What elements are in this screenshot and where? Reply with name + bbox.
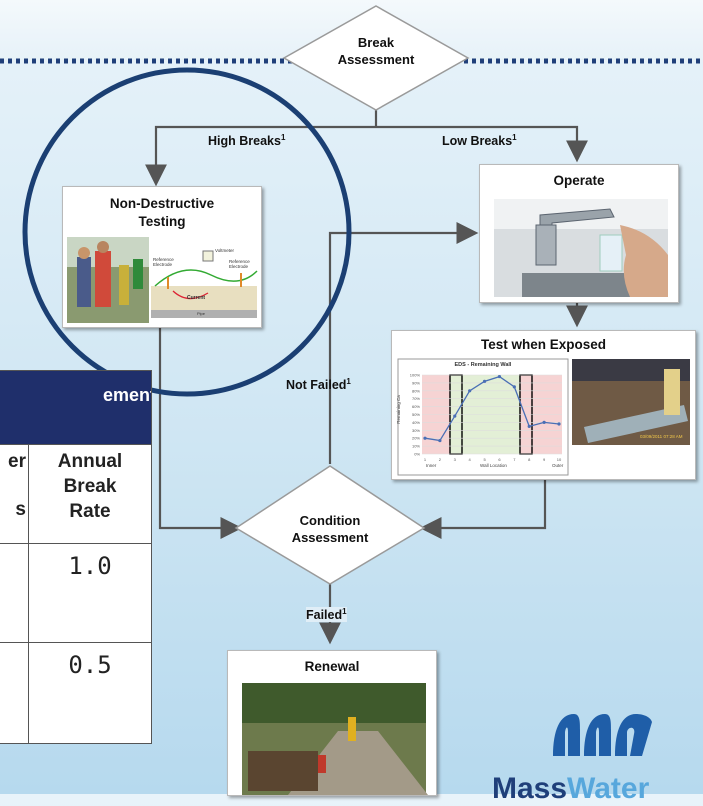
eds-ytick-label: 90% <box>412 380 420 385</box>
eds-ytick-label: 70% <box>412 396 420 401</box>
eds-xtick-label: 4 <box>469 457 472 462</box>
table-col1-header: er s <box>0 444 29 544</box>
table-header: ement <box>0 371 151 445</box>
low-breaks-label: Low Breaks1 <box>442 133 517 149</box>
operate-title: Operate <box>553 173 605 188</box>
eds-data-point <box>453 414 457 418</box>
eds-ytick-label: 100% <box>410 373 421 378</box>
not-failed-label: Not Failed1 <box>286 377 351 393</box>
condition-assessment-label: Condition Assessment <box>291 513 369 545</box>
eds-data-point <box>438 438 442 443</box>
break-rate-table: ement er s Annual Break Rate 1.0 0.5 <box>0 370 152 744</box>
table-row1-rate: 1.0 <box>28 543 151 643</box>
eds-xlabel-mid: Wall Location <box>480 463 507 468</box>
eds-data-point <box>482 379 487 383</box>
masswater-logo-text: MassWater <box>492 772 650 805</box>
ndt-ref-left-label: Reference Electrode <box>153 257 174 267</box>
eds-xtick-label: 1 <box>424 457 427 462</box>
eds-xlabel-outer: Outer <box>552 463 564 468</box>
eds-xtick-label: 7 <box>513 457 516 462</box>
renewal-photo <box>242 683 428 795</box>
eds-xtick-label: 9 <box>543 457 546 462</box>
eds-series-line <box>424 375 560 442</box>
ndt-ref-right-label: Reference Electrode <box>229 259 250 269</box>
renewal-title: Renewal <box>304 659 360 674</box>
operate-box: Operate <box>479 164 679 303</box>
eds-data-point <box>512 385 516 389</box>
eds-ytick-label: 10% <box>412 444 420 449</box>
eds-chart: 0% 10% 20% 30% 40% 50% 60% 70% 80% 90% 100% 1 2 3 4 5 6 7… <box>397 358 690 476</box>
eds-ytick-label: 50% <box>412 412 420 417</box>
top-dashed-line <box>0 58 703 64</box>
table-col2-header: Annual Break Rate <box>28 444 151 544</box>
eds-data-point <box>468 389 472 393</box>
eds-ytick-label: 30% <box>412 428 420 433</box>
eds-data-point <box>423 436 427 440</box>
eds-data-point <box>497 374 502 379</box>
photo-timestamp: 03/09/2011 07:28 AM <box>640 434 683 439</box>
eds-xtick-label: 5 <box>483 457 486 462</box>
ndt-title: Non-Destructive Testing <box>109 196 215 229</box>
break-assessment-label: Break Assessment <box>337 35 415 67</box>
ndt-voltmeter-label: Voltmeter <box>215 248 235 253</box>
renewal-box: Renewal <box>227 650 437 796</box>
eds-xlabel-inner: Inner <box>426 463 437 468</box>
eds-xtick-label: 8 <box>528 457 531 462</box>
high-breaks-label: High Breaks1 <box>208 133 286 149</box>
ndt-photo-and-diagram <box>67 237 258 323</box>
ndt-box: Non-Destructive Testing Voltmeter Refere… <box>62 186 262 328</box>
eds-xtick-label: 3 <box>454 457 457 462</box>
eds-ytick-label: 60% <box>412 404 420 409</box>
eds-chart-title: EDS - Remaining Wall <box>454 362 512 368</box>
failed-label: Failed1 <box>306 607 347 623</box>
ndt-pipe-label: Pipe <box>197 311 206 316</box>
eds-ytick-label: 40% <box>412 420 420 425</box>
eds-xtick-label: 10 <box>557 457 562 462</box>
table-row2-rate: 0.5 <box>28 642 151 743</box>
test-exposed-title: Test when Exposed <box>480 337 607 352</box>
eds-data-point <box>542 420 546 424</box>
eds-ytick-label: 20% <box>412 436 420 441</box>
eds-xtick-label: 2 <box>439 457 442 462</box>
faucet-photo <box>494 199 668 297</box>
eds-data-point <box>527 424 531 428</box>
test-exposed-box: Test when Exposed 0%10%20%30%40%50%60%70… <box>391 330 696 480</box>
eds-data-point <box>557 422 561 426</box>
eds-xtick-label: 6 <box>498 457 501 462</box>
eds-ytick-label: 0% <box>414 452 420 457</box>
ndt-current-label: Current <box>187 295 206 301</box>
eds-ytick-label: 80% <box>412 388 420 393</box>
